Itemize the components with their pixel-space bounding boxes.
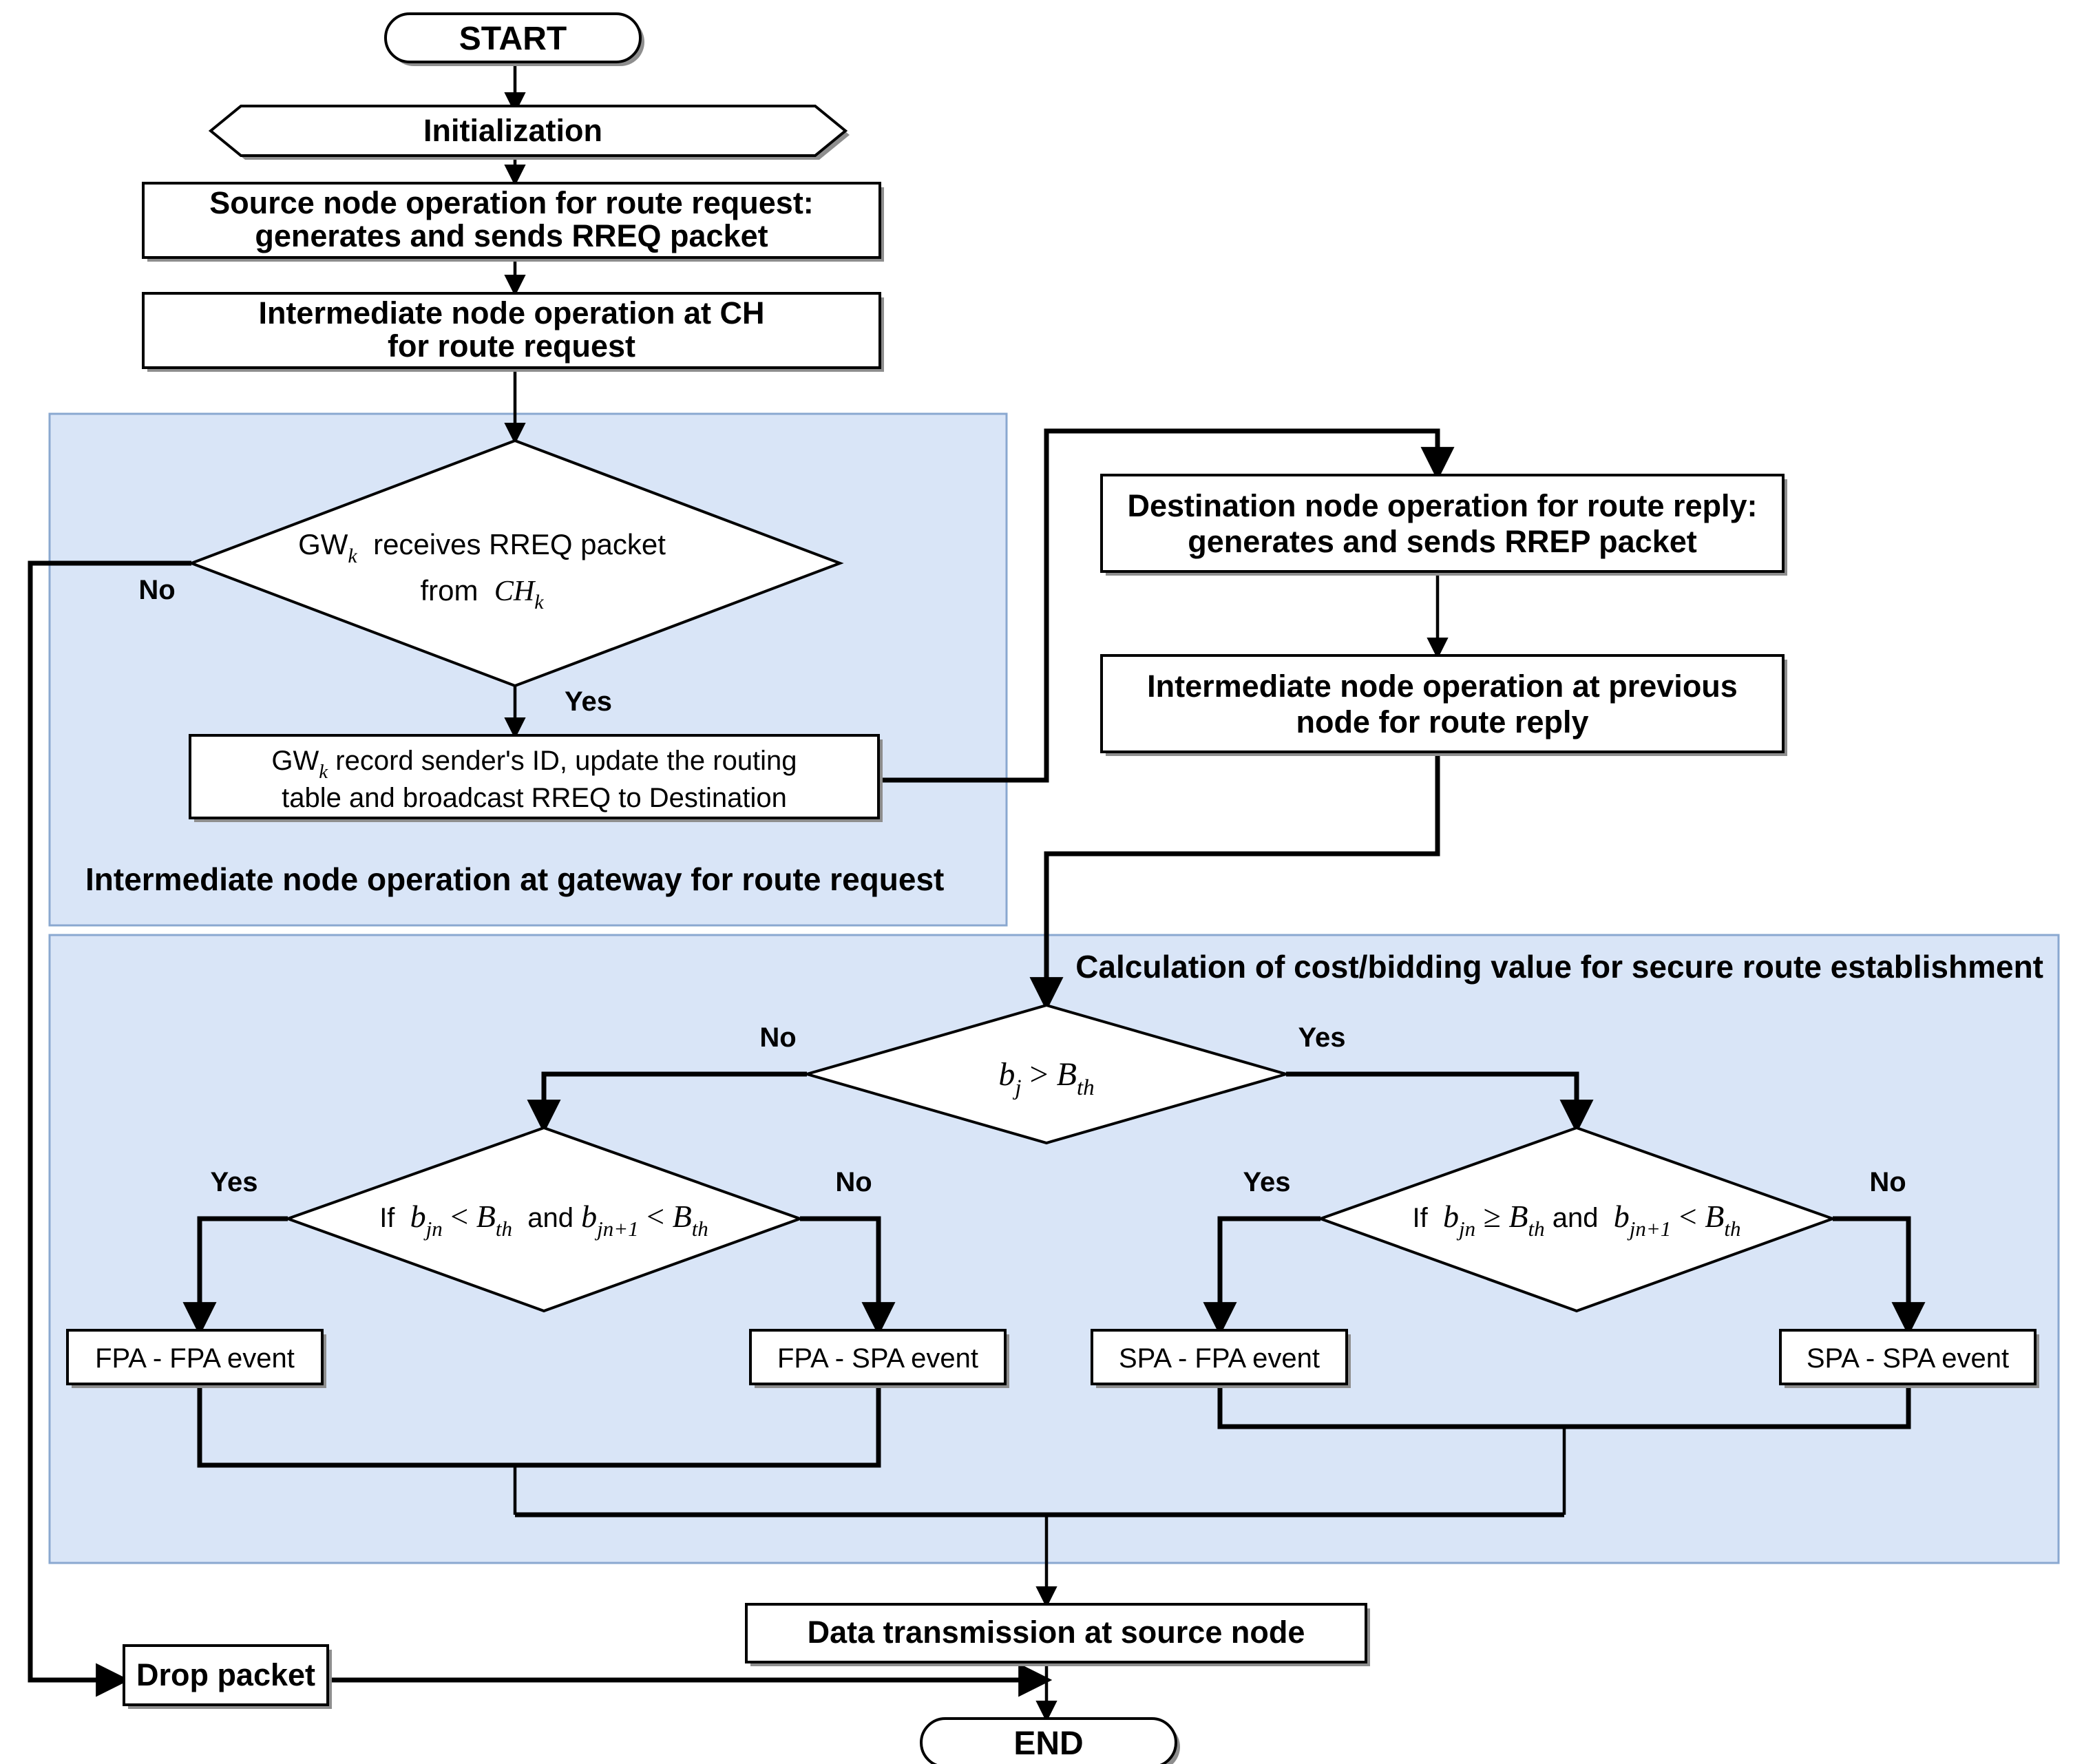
node-intermediate-prev-line2: node for route reply bbox=[1296, 704, 1588, 739]
edge-label-right-no: No bbox=[1869, 1167, 1906, 1197]
node-fpa-spa-event: FPA - SPA event bbox=[749, 1329, 1009, 1388]
node-cond-right-expr: If bjn ≥ Bth and bjn+1 < Bth bbox=[1413, 1199, 1741, 1241]
node-gw-receives-line2: from CHk bbox=[420, 574, 544, 613]
edge-label-gw-no: No bbox=[138, 575, 175, 605]
node-spa-spa-label: SPA - SPA event bbox=[1807, 1343, 2009, 1374]
node-destination-operation: Destination node operation for route rep… bbox=[1100, 474, 1787, 576]
node-destination-line2: generates and sends RREP packet bbox=[1188, 524, 1696, 559]
node-bid-threshold-expr: bj > Bth bbox=[998, 1056, 1094, 1100]
panel-gateway-title: Intermediate node operation at gateway f… bbox=[85, 861, 944, 897]
node-fpa-fpa-event: FPA - FPA event bbox=[66, 1329, 326, 1388]
node-spa-fpa-event: SPA - FPA event bbox=[1091, 1329, 1351, 1388]
node-end-label: END bbox=[1013, 1725, 1083, 1762]
edge-label-bid-no: No bbox=[759, 1022, 796, 1053]
node-data-transmission: Data transmission at source node bbox=[745, 1603, 1370, 1666]
edge-label-gw-yes: Yes bbox=[565, 686, 612, 717]
node-intermediate-prev-line1: Intermediate node operation at previous bbox=[1147, 669, 1738, 704]
edge-gw-no-left bbox=[28, 560, 191, 1697]
node-intermediate-ch: Intermediate node operation at CH for ro… bbox=[142, 292, 884, 372]
node-cond-left-decision: If bjn < Bth and bjn+1 < Bth bbox=[284, 1126, 804, 1313]
node-spa-fpa-label: SPA - FPA event bbox=[1119, 1343, 1320, 1374]
node-bid-threshold-decision: bj > Bth bbox=[801, 1003, 1292, 1145]
node-intermediate-previous: Intermediate node operation at previous … bbox=[1100, 654, 1787, 756]
node-start-label: START bbox=[459, 21, 567, 57]
node-end: END bbox=[920, 1717, 1180, 1764]
edge-label-right-yes: Yes bbox=[1243, 1167, 1291, 1197]
node-gw-receives-decision: GWk receives RREQ packet from CHk bbox=[187, 439, 844, 688]
node-gw-record-line1: GWk record sender's ID, update the routi… bbox=[271, 746, 797, 783]
node-source-operation: Source node operation for route request:… bbox=[142, 182, 884, 262]
node-data-transmission-label: Data transmission at source node bbox=[808, 1615, 1305, 1650]
edge-right-yes-to-spafpa bbox=[1203, 1216, 1320, 1336]
node-start: START bbox=[384, 12, 644, 66]
edge-bid-yes-to-right bbox=[1286, 1071, 1594, 1134]
node-initialization-label: Initialization bbox=[423, 113, 602, 148]
node-initialization: Initialization bbox=[208, 105, 850, 160]
node-gw-receives-line1: GWk receives RREQ packet bbox=[298, 528, 666, 567]
node-intermediate-ch-line1: Intermediate node operation at CH bbox=[258, 295, 764, 330]
edge-gwrecord-to-destination bbox=[878, 428, 1455, 783]
edge-left-no-to-fpaspa bbox=[800, 1216, 896, 1336]
node-cond-left-expr: If bjn < Bth and bjn+1 < Bth bbox=[379, 1199, 708, 1241]
node-source-operation-line1: Source node operation for route request: bbox=[209, 185, 814, 220]
node-fpa-fpa-label: FPA - FPA event bbox=[95, 1343, 295, 1374]
panel-cost-title: Calculation of cost/bidding value for se… bbox=[1075, 949, 2043, 985]
edge-prev-to-bid bbox=[1029, 752, 1440, 1011]
node-gw-record: GWk record sender's ID, update the routi… bbox=[189, 734, 883, 822]
node-cond-right-decision: If bjn ≥ Bth and bjn+1 < Bth bbox=[1316, 1126, 1837, 1313]
node-drop-packet-label: Drop packet bbox=[136, 1657, 315, 1692]
edge-label-bid-yes: Yes bbox=[1298, 1022, 1346, 1053]
node-source-operation-line2: generates and sends RREQ packet bbox=[255, 218, 768, 253]
node-fpa-spa-label: FPA - SPA event bbox=[777, 1343, 978, 1374]
node-intermediate-ch-line2: for route request bbox=[388, 328, 635, 364]
edge-label-left-yes: Yes bbox=[211, 1167, 258, 1197]
edge-right-no-to-spaspa bbox=[1833, 1216, 1926, 1336]
node-gw-record-line2: table and broadcast RREQ to Destination bbox=[282, 783, 787, 813]
edge-bid-no-to-left bbox=[527, 1071, 807, 1134]
node-spa-spa-event: SPA - SPA event bbox=[1779, 1329, 2039, 1388]
edge-left-yes-to-fpafpa bbox=[182, 1216, 288, 1336]
edge-label-left-no: No bbox=[835, 1167, 872, 1197]
node-destination-line1: Destination node operation for route rep… bbox=[1127, 488, 1757, 523]
node-drop-packet: Drop packet bbox=[123, 1644, 332, 1709]
edge-left-merge bbox=[197, 1384, 881, 1468]
